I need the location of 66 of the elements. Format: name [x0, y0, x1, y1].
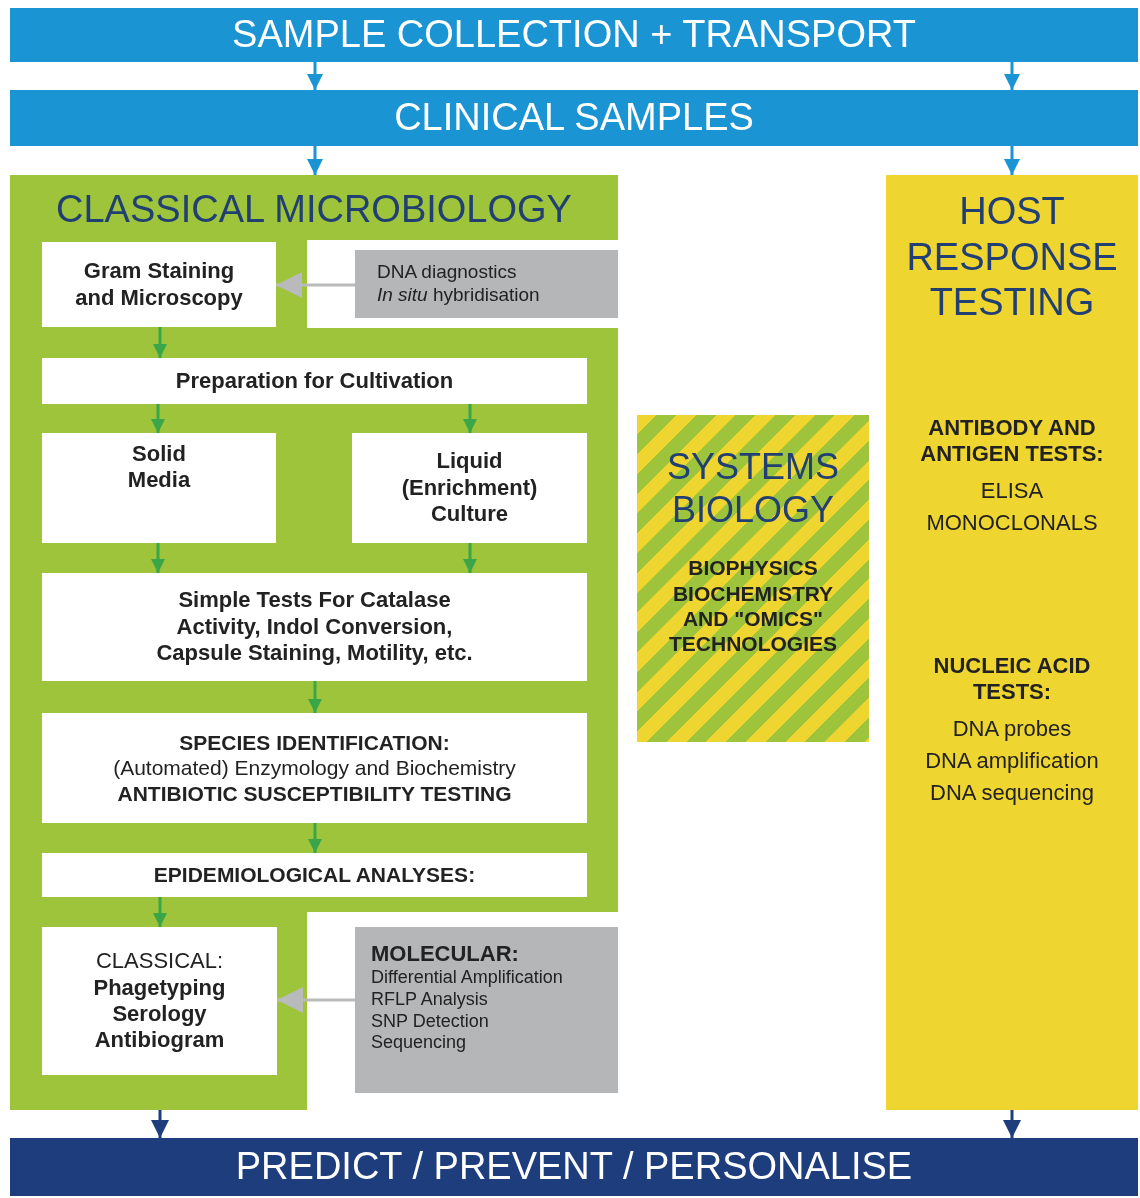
- section-heading: NUCLEIC ACID TESTS:: [932, 653, 1092, 706]
- note-text: DNA diagnostics: [377, 261, 517, 284]
- chevron-arrow: [308, 681, 322, 713]
- header-band: [10, 90, 1138, 146]
- process-box: [42, 242, 276, 327]
- note-text: In situ hybridisation: [377, 284, 540, 307]
- chevron-arrow: [276, 272, 355, 298]
- step-text: (Automated) Enzymology and Biochemistry: [113, 755, 516, 781]
- step-text: SPECIES IDENTIFICATION:: [179, 730, 450, 756]
- chevron-arrow: [153, 897, 167, 927]
- process-box: [42, 927, 277, 1075]
- step-text: Liquid (Enrichment) Culture: [401, 448, 538, 528]
- striped-panel: [637, 415, 869, 742]
- chevron-arrow: [463, 404, 477, 433]
- band-title: PREDICT / PREVENT / PERSONALISE: [235, 1144, 913, 1190]
- list-item: SNP Detection: [371, 1010, 489, 1033]
- list-item: Sequencing: [371, 1032, 467, 1054]
- panel-title: SYSTEMS BIOLOGY: [665, 445, 840, 532]
- chevron-arrow: [308, 823, 322, 853]
- list-item: ELISA: [979, 478, 1045, 505]
- panel-title: CLASSICAL MICROBIOLOGY: [55, 187, 573, 232]
- panel-title: HOST RESPONSE TESTING: [906, 189, 1118, 326]
- footer-band: [10, 1138, 1138, 1196]
- note-box: [355, 927, 618, 1093]
- note-heading: MOLECULAR:: [371, 941, 519, 968]
- chevron-arrow: [153, 327, 167, 358]
- chevron-arrow: [463, 543, 477, 573]
- step-text: Solid Media: [127, 441, 191, 494]
- chevron-arrow: [1004, 146, 1020, 175]
- band-title: SAMPLE COLLECTION + TRANSPORT: [232, 12, 916, 58]
- step-text: Gram Staining and Microscopy: [74, 258, 244, 311]
- chevron-arrow: [151, 1110, 169, 1138]
- chevron-arrow: [277, 987, 355, 1013]
- list-item: Differential Amplification: [371, 967, 563, 989]
- list-item: DNA probes: [951, 716, 1073, 743]
- step-text: Serology: [112, 1001, 207, 1028]
- step-text: Simple Tests For Catalase Activity, Indol Conversion, Capsule Staining, Motility, etc.: [155, 587, 474, 667]
- step-text: CLASSICAL:: [95, 948, 224, 975]
- chevron-arrow: [307, 146, 323, 175]
- process-box: [42, 573, 587, 681]
- step-text: Phagetyping: [93, 974, 226, 1001]
- band-title: CLINICAL SAMPLES: [394, 95, 754, 141]
- chevron-arrow: [1003, 1110, 1021, 1138]
- process-box: [42, 433, 276, 543]
- process-box: [42, 853, 587, 897]
- chevron-arrow: [151, 543, 165, 573]
- list-item: DNA amplification: [924, 748, 1100, 775]
- step-text: EPIDEMIOLOGICAL ANALYSES:: [153, 862, 476, 888]
- step-text: ANTIBIOTIC SUSCEPTIBILITY TESTING: [117, 780, 512, 806]
- section-heading: ANTIBODY AND ANTIGEN TESTS:: [919, 415, 1105, 468]
- section-panel: [10, 175, 618, 1110]
- process-box: [352, 433, 587, 543]
- list-item: RFLP Analysis: [371, 989, 488, 1011]
- list-item: MONOCLONALS: [925, 510, 1099, 537]
- chevron-arrow: [307, 62, 323, 90]
- process-box: [42, 713, 587, 823]
- section-panel: [886, 175, 1138, 1110]
- list-text: BIOPHYSICS BIOCHEMISTRY AND "OMICS" TECHNOLOGIES: [669, 555, 837, 657]
- chevron-arrow: [151, 404, 165, 433]
- process-box: [42, 358, 587, 404]
- note-box: [355, 250, 618, 318]
- chevron-arrow: [1004, 62, 1020, 90]
- header-band: [10, 8, 1138, 62]
- list-item: DNA sequencing: [929, 780, 1095, 807]
- step-text: Preparation for Cultivation: [175, 367, 454, 395]
- step-text: Antibiogram: [94, 1027, 225, 1054]
